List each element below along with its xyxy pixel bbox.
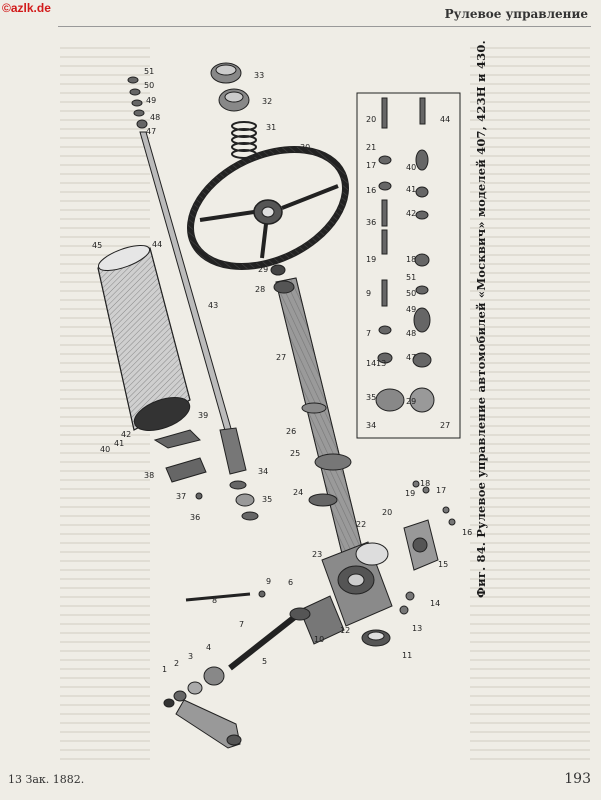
callout-23: 23: [312, 550, 322, 559]
inset-label: 14: [366, 359, 376, 368]
inset-labels: 20 21 17 16 36 19 9 7 14 13 35 34 44 40 …: [366, 115, 450, 430]
callout-24: 24: [293, 488, 303, 497]
inset-label: 34: [366, 421, 376, 430]
callout-4: 4: [206, 643, 211, 652]
inset-label: 35: [366, 393, 376, 402]
callout-27: 27: [276, 353, 286, 362]
inset-label: 51: [406, 273, 416, 282]
inset-label: 13: [376, 359, 386, 368]
callout-26: 26: [286, 427, 296, 436]
cover-plates: [355, 519, 439, 647]
callout-12: 12: [340, 626, 350, 635]
callout-6: 6: [288, 578, 293, 587]
callout-20: 20: [382, 508, 392, 517]
lower-parts: [163, 590, 311, 749]
callout-47: 47: [146, 127, 156, 136]
callout-7: 7: [239, 620, 244, 629]
callout-17: 17: [436, 486, 446, 495]
callout-13: 13: [412, 624, 422, 633]
callout-labels: 1 2 3 4 5 6 7 8 9 10 11 12 13 14 15 16 1…: [92, 67, 472, 674]
steering-column: [270, 264, 365, 563]
callout-22: 22: [356, 520, 366, 529]
callout-25: 25: [290, 449, 300, 458]
inset-label: 47: [406, 353, 416, 362]
callout-44: 44: [152, 240, 162, 249]
inset-label: 29: [406, 397, 416, 406]
callout-49: 49: [146, 96, 156, 105]
callout-45: 45: [92, 241, 102, 250]
inset-label: 41: [406, 185, 416, 194]
callout-33: 33: [254, 71, 264, 80]
inset-label: 20: [366, 115, 376, 124]
callout-11: 11: [402, 651, 412, 660]
inset-label: 7: [366, 329, 371, 338]
callout-18: 18: [420, 479, 430, 488]
page-number: 193: [564, 771, 591, 787]
callout-5: 5: [262, 657, 267, 666]
callout-50: 50: [144, 81, 154, 90]
callout-43: 43: [208, 301, 218, 310]
callout-35: 35: [262, 495, 272, 504]
inset-label: 40: [406, 163, 416, 172]
inset-label: 9: [366, 289, 371, 298]
figure-caption: Фиг. 84. Рулевое управление автомобилей …: [474, 40, 488, 598]
callout-16: 16: [462, 528, 472, 537]
inset-label: 36: [366, 218, 376, 227]
print-order-note: 13 Зак. 1882.: [8, 773, 85, 786]
steering-shaft: [139, 131, 247, 475]
callout-31: 31: [266, 123, 276, 132]
steering-column-housing: [97, 244, 191, 431]
upper-parts: [210, 62, 257, 159]
callout-37: 37: [176, 492, 186, 501]
callout-10: 10: [314, 635, 324, 644]
callout-41: 41: [114, 439, 124, 448]
callout-30: 30: [300, 143, 310, 152]
callout-15: 15: [438, 560, 448, 569]
callout-19: 19: [405, 489, 415, 498]
callout-40: 40: [100, 445, 110, 454]
inset-label: 50: [406, 289, 416, 298]
bleed-through-right: [470, 40, 590, 760]
inset-label: 42: [406, 209, 416, 218]
callout-3: 3: [188, 652, 193, 661]
inset-label: 18: [406, 255, 416, 264]
callout-28: 28: [255, 285, 265, 294]
callout-48: 48: [150, 113, 160, 122]
callout-29: 29: [258, 265, 268, 274]
column-brackets: [153, 429, 259, 521]
parts-inset-box: [356, 92, 461, 439]
small-fasteners-right: [399, 480, 456, 615]
callout-34: 34: [258, 467, 268, 476]
callout-42: 42: [121, 430, 131, 439]
inset-label: 49: [406, 305, 416, 314]
callout-8: 8: [212, 596, 217, 605]
callout-38: 38: [144, 471, 154, 480]
inset-label: 48: [406, 329, 416, 338]
callout-36: 36: [190, 513, 200, 522]
inset-label: 44: [440, 115, 450, 124]
steering-wheel: [187, 146, 349, 270]
watermark: ©azlk.de: [2, 1, 51, 15]
callout-9: 9: [266, 577, 271, 586]
callout-14: 14: [430, 599, 440, 608]
inset-label: 19: [366, 255, 376, 264]
inset-label: 27: [440, 421, 450, 430]
callout-1: 1: [162, 665, 167, 674]
callout-2: 2: [174, 659, 179, 668]
inset-label: 17: [366, 161, 376, 170]
callout-51: 51: [144, 67, 154, 76]
inset-label: 16: [366, 186, 376, 195]
running-head: Рулевое управление: [444, 7, 588, 21]
inset-label: 21: [366, 143, 376, 152]
small-parts-stack: [127, 76, 148, 129]
header-rule: [58, 26, 591, 27]
callout-32: 32: [262, 97, 272, 106]
callout-39: 39: [198, 411, 208, 420]
